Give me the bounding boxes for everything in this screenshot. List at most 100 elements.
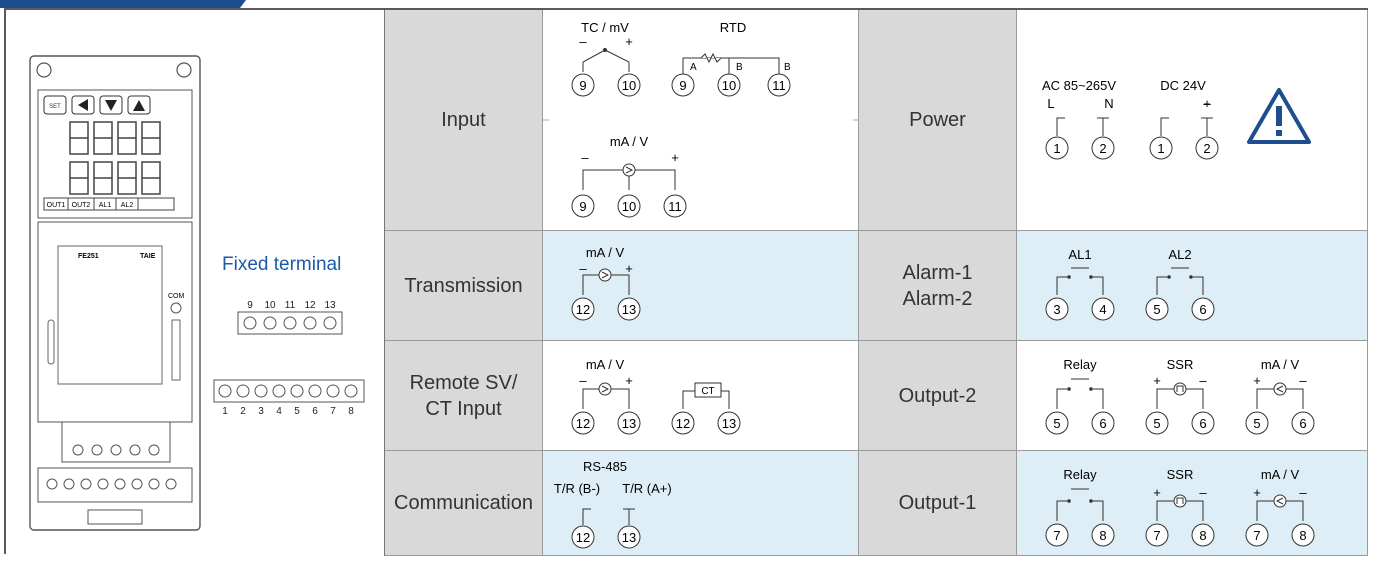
svg-text:L: L (1047, 96, 1054, 111)
svg-text:+: + (1203, 96, 1211, 111)
row-label-output-1: Output-1 (859, 451, 1017, 556)
row-label-output-2: Output-2 (859, 341, 1017, 451)
fixed-terminal-bottom-block (213, 379, 365, 403)
svg-text:AL2: AL2 (1168, 247, 1191, 262)
svg-text:7: 7 (1053, 528, 1060, 543)
svg-text:10: 10 (722, 78, 736, 93)
svg-text:+: + (1153, 373, 1161, 388)
arrow-left-icon (78, 99, 88, 111)
com-label: COM (168, 293, 185, 300)
power-diagram: AC 85~265V L N 1 2 DC 24V – + 1 (1017, 10, 1368, 231)
svg-text:6: 6 (1299, 416, 1306, 431)
indicator-al1: AL1 (99, 202, 112, 209)
svg-text:9: 9 (579, 199, 586, 214)
svg-text:8: 8 (1099, 528, 1106, 543)
svg-text:+: + (625, 373, 633, 388)
indicator-al2: AL2 (121, 202, 134, 209)
fixed-terminal-bottom-numbers: 1 2 3 4 5 6 7 8 (222, 406, 354, 417)
svg-text:–: – (1199, 485, 1207, 500)
fixed-terminal-top-numbers: 9 10 11 12 13 (247, 300, 336, 311)
alarm-diagram: AL1 3 4 AL2 5 6 (1017, 231, 1368, 341)
svg-text:8: 8 (348, 406, 354, 417)
svg-text:6: 6 (1199, 302, 1206, 317)
row-label-alarm: Alarm-1 Alarm-2 (859, 231, 1017, 341)
svg-text:8: 8 (1299, 528, 1306, 543)
svg-text:13: 13 (324, 300, 336, 311)
model-label: FE251 (78, 253, 99, 260)
svg-text:mA / V: mA / V (586, 245, 625, 260)
svg-text:A: A (690, 62, 697, 73)
arrow-down-icon (105, 100, 117, 111)
svg-text:13: 13 (622, 530, 636, 545)
svg-text:12: 12 (304, 300, 316, 311)
svg-text:+: + (625, 34, 633, 49)
svg-text:DC 24V: DC 24V (1160, 78, 1206, 93)
svg-text:3: 3 (258, 406, 264, 417)
indicator-out1: OUT1 (47, 202, 66, 209)
brand-label: TAIE (140, 253, 156, 260)
alarm-2-label: Alarm-2 (902, 287, 973, 310)
svg-text:3: 3 (1053, 302, 1060, 317)
svg-text:+: + (1153, 485, 1161, 500)
pv-display (69, 121, 161, 155)
svg-text:2: 2 (1203, 141, 1210, 156)
svg-text:–: – (581, 150, 589, 165)
svg-text:B: B (736, 62, 743, 73)
svg-text:9: 9 (247, 300, 253, 311)
input-diagram: TC / mV – + 9 10 RTD A B B 9 (543, 10, 859, 231)
terminal-screw-icons (243, 316, 337, 330)
remote-sv-label: Remote SV/ (409, 371, 518, 394)
fixed-terminal-title: Fixed terminal (222, 254, 342, 275)
svg-text:6: 6 (312, 406, 318, 417)
svg-text:mA / V: mA / V (610, 134, 649, 149)
device-panel: SET (6, 10, 385, 556)
svg-text:13: 13 (622, 416, 636, 431)
svg-text:2: 2 (240, 406, 246, 417)
svg-text:5: 5 (294, 406, 300, 417)
svg-text:+: + (1253, 373, 1261, 388)
svg-text:7: 7 (1253, 528, 1260, 543)
svg-text:4: 4 (276, 406, 282, 417)
svg-text:13: 13 (722, 416, 736, 431)
svg-text:10: 10 (622, 199, 636, 214)
svg-text:RS-485: RS-485 (583, 459, 627, 474)
svg-text:T/R (A+): T/R (A+) (622, 481, 671, 496)
svg-text:+: + (1253, 485, 1261, 500)
svg-text:1: 1 (1053, 141, 1060, 156)
svg-text:1: 1 (222, 406, 228, 417)
wiring-table-frame: SET (4, 8, 1368, 556)
svg-text:5: 5 (1153, 416, 1160, 431)
controller-front-drawing: SET (29, 55, 365, 531)
header-accent-bar (0, 0, 246, 8)
svg-text:10: 10 (622, 78, 636, 93)
row-label-power: Power (859, 10, 1017, 231)
fixed-terminal-top-block (237, 311, 343, 335)
sv-display (69, 161, 161, 195)
svg-text:–: – (1203, 96, 1211, 111)
svg-text:Relay: Relay (1063, 467, 1097, 482)
svg-text:T/R (B-): T/R (B-) (554, 481, 600, 496)
svg-text:6: 6 (1199, 416, 1206, 431)
svg-text:TC / mV: TC / mV (581, 20, 629, 35)
com-screw-icon (170, 302, 182, 314)
terminal-screw-icons (218, 384, 358, 398)
indicator-out2: OUT2 (72, 202, 91, 209)
svg-text:mA / V: mA / V (1261, 357, 1300, 372)
mount-hole-icon (176, 62, 192, 78)
svg-text:–: – (1299, 485, 1307, 500)
svg-text:N: N (1104, 96, 1113, 111)
svg-text:+: + (671, 150, 679, 165)
warning-triangle-icon (1247, 88, 1311, 144)
svg-text:RTD: RTD (720, 20, 746, 35)
svg-text:9: 9 (579, 78, 586, 93)
svg-text:5: 5 (1153, 302, 1160, 317)
svg-text:SSR: SSR (1167, 357, 1194, 372)
svg-text:8: 8 (1199, 528, 1206, 543)
svg-text:Relay: Relay (1063, 357, 1097, 372)
svg-text:12: 12 (676, 416, 690, 431)
svg-text:11: 11 (668, 199, 682, 214)
svg-text:5: 5 (1253, 416, 1260, 431)
svg-text:–: – (1299, 373, 1307, 388)
row-label-input: Input (385, 10, 543, 231)
svg-text:6: 6 (1099, 416, 1106, 431)
